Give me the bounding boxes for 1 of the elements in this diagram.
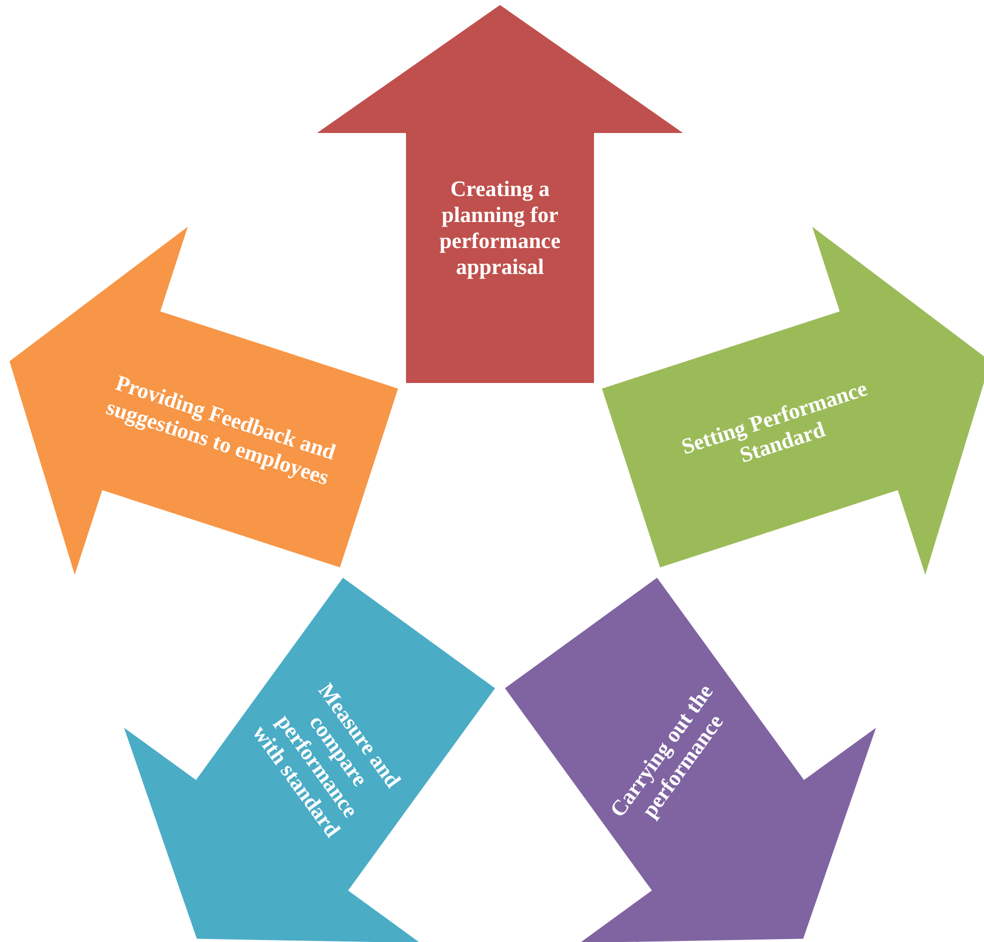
arrow-label: Creating a planning for performance appraisal xyxy=(438,176,562,280)
